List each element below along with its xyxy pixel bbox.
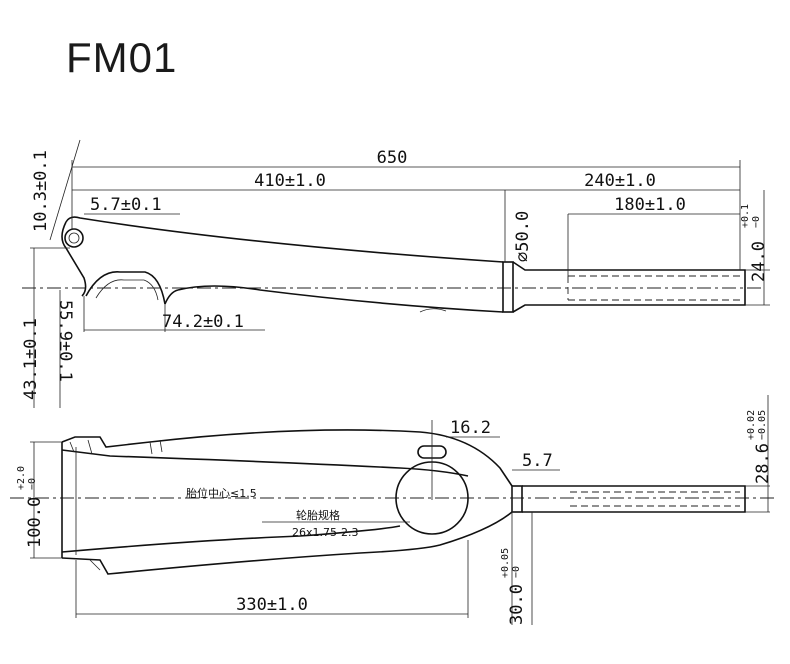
lower-blade-outer bbox=[61, 511, 513, 575]
dim-crown-width-tol-up: +0.05 bbox=[500, 548, 511, 578]
tire-spec-value: 26x1.75-2.3 bbox=[292, 526, 358, 539]
tire-spec-label: 轮胎规格 bbox=[296, 508, 340, 522]
blade-top-edge bbox=[65, 216, 504, 263]
crown-race bbox=[502, 261, 514, 313]
front-view: 16.2 28.6 +0.02 −0.05 5.7 胎位中心≤1.5 轮胎规格 … bbox=[10, 395, 775, 625]
brake-mount-inner bbox=[95, 279, 159, 301]
dim-front-blade-length: 330±1.0 bbox=[236, 595, 308, 615]
dropout-outline bbox=[61, 221, 87, 297]
brake-mount-arch bbox=[85, 271, 166, 305]
lower-blade-inner bbox=[61, 525, 401, 553]
dim-steerer-inner: 180±1.0 bbox=[614, 195, 686, 215]
side-view: 650 410±1.0 240±1.0 180±1.0 5.7±0.1 10.3… bbox=[21, 139, 770, 408]
dim-hub-width: 100.0 bbox=[25, 497, 45, 548]
dropout-axle-inner bbox=[68, 232, 80, 244]
dim-10-3-leader bbox=[49, 139, 81, 241]
drawing-title: FM01 bbox=[66, 34, 178, 81]
dim-hub-width-tol-up: +2.0 bbox=[16, 466, 27, 490]
dim-crown-offset: 5.7 bbox=[522, 451, 553, 471]
dim-axle-height: 43.1±0.1 bbox=[21, 318, 41, 400]
lower-dropout-detail bbox=[89, 559, 101, 571]
blade-bottom-edge bbox=[177, 285, 504, 313]
dim-crown-width-tol-lo: −0 bbox=[511, 566, 522, 578]
dim-dropout-angle: 10.3±0.1 bbox=[31, 150, 51, 232]
tire-center-note: 胎位中心≤1.5 bbox=[186, 486, 257, 500]
upper-blade-outer bbox=[61, 429, 513, 487]
dim-front-steerer-tol-up: +0.02 bbox=[746, 410, 757, 440]
dim-steerer-dia-tol-up: +0.1 bbox=[740, 204, 751, 228]
dim-blade-length: 410±1.0 bbox=[254, 171, 326, 191]
dim-steerer-length: 240±1.0 bbox=[584, 171, 656, 191]
blade-root bbox=[164, 289, 179, 305]
dim-overall-length: 650 bbox=[377, 148, 408, 168]
dim-brake-mount: 74.2±0.1 bbox=[162, 312, 244, 332]
dim-front-steerer-dia: 28.6 bbox=[753, 443, 773, 484]
front-crown-race bbox=[511, 485, 523, 513]
dim-rake: 55.9±0.1 bbox=[55, 300, 75, 382]
dim-steerer-dia: 24.0 bbox=[749, 241, 769, 282]
dim-steerer-dia-tol-lo: −0 bbox=[751, 216, 762, 228]
upper-dropout-details bbox=[69, 439, 163, 455]
dim-hub-width-tol-lo: −0 bbox=[27, 478, 38, 490]
front-steerer bbox=[522, 485, 746, 513]
dropout-axle bbox=[64, 228, 84, 248]
dim-dropout-offset: 5.7±0.1 bbox=[90, 195, 162, 215]
dim-crown-slot: 16.2 bbox=[450, 418, 491, 438]
blade-vent bbox=[419, 308, 447, 313]
dim-crown-race: ⌀50.0 bbox=[513, 211, 533, 262]
upper-blade-inner bbox=[61, 449, 469, 477]
dim-crown-width: 30.0 bbox=[507, 584, 527, 625]
dim-front-steerer-tol-lo: −0.05 bbox=[757, 410, 768, 440]
steerer-tube bbox=[512, 261, 746, 313]
